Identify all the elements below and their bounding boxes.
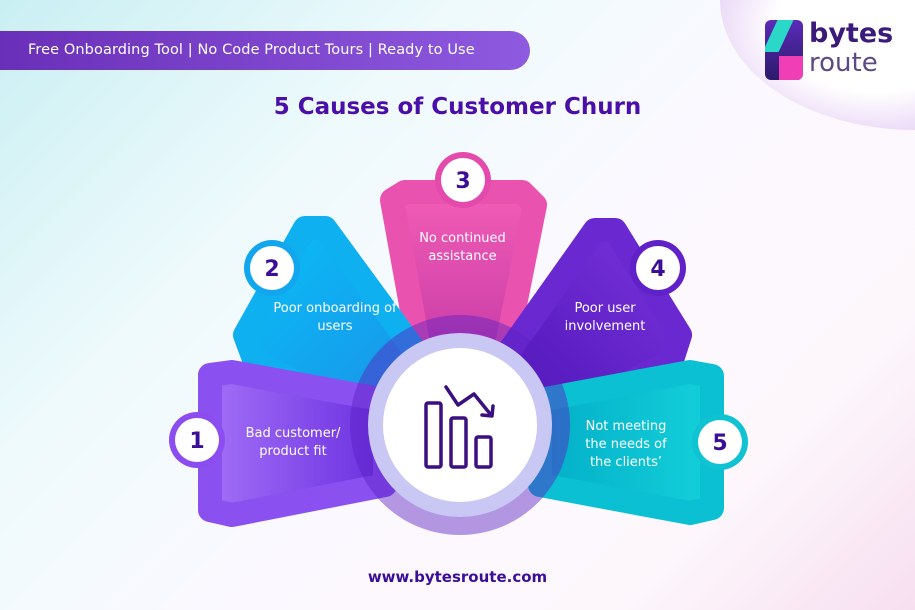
cause-petal-1 xyxy=(198,360,397,527)
cause-petal-5 xyxy=(528,360,724,525)
badge-disc-4 xyxy=(636,246,680,290)
logo-text-bytes: bytes xyxy=(809,18,894,49)
declining-bar-chart-icon xyxy=(424,385,495,469)
cause-label-1: Bad customer/ product fit xyxy=(245,426,341,459)
badge-disc-3 xyxy=(441,158,485,202)
cause-number-3: 3 xyxy=(455,169,470,194)
logo-mark-icon xyxy=(765,20,803,80)
cause-label-5: Not meeting the needs of the clients’ xyxy=(585,419,667,470)
cause-label-4: Poor user involvement xyxy=(564,301,646,334)
cause-number-2: 2 xyxy=(264,257,279,282)
logo-text-route: route xyxy=(809,48,878,78)
page-title: 5 Causes of Customer Churn xyxy=(273,94,642,120)
badge-disc-1 xyxy=(175,418,219,462)
bytesroute-logo[interactable]: bytes route xyxy=(765,18,905,82)
cause-number-5: 5 xyxy=(712,431,727,456)
cause-label-3: No continued assistance xyxy=(419,231,506,264)
cause-number-4: 4 xyxy=(650,257,665,282)
promo-banner[interactable]: Free Onboarding Tool | No Code Product T… xyxy=(0,31,530,70)
center-disc xyxy=(383,348,537,502)
badge-disc-2 xyxy=(250,246,294,290)
website-link[interactable]: www.bytesroute.com xyxy=(367,568,548,586)
badge-disc-5 xyxy=(698,420,742,464)
cause-label-2: Poor onboarding of users xyxy=(273,301,397,334)
cause-number-1: 1 xyxy=(189,429,204,454)
